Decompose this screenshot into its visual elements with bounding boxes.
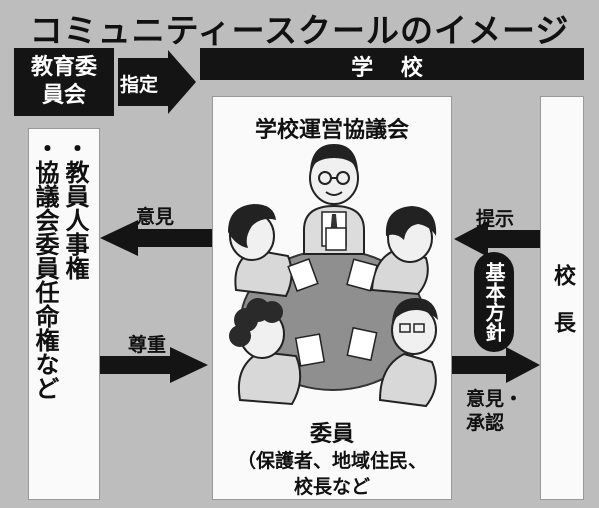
respect-arrow [100,347,208,383]
approval-arrow [452,347,540,383]
basic-policy-label: 基本方針 [482,262,506,342]
council-title: 学校運営協議会 [254,118,409,143]
principal-box: 校 長 [540,96,584,500]
designation-arrow [118,50,196,114]
board-of-education-box: 教育委員会 [14,48,114,116]
member-figure-upper-right [346,206,437,296]
principal-label: 校 長 [550,263,575,333]
member-figure-lower-left [229,298,326,406]
diagram-title: コミュニティースクールのイメージ [29,11,570,50]
members-title: 委員 [309,422,354,447]
present-arrow [454,221,540,257]
opinion-approval-label-line1: 意見・ [466,388,524,410]
board-of-education-label: 教育委員会 [30,55,97,108]
member-figure-lower-right [346,298,438,408]
member-figure-top [303,144,365,255]
opinion-arrow [100,220,212,256]
designation-label: 指定 [120,74,159,96]
respect-label: 尊重 [128,334,167,356]
opinion-approval-label-line2: 承認 [466,412,505,434]
basic-policy-badge: 基本方針 [474,252,514,352]
authority-item-council-appointment: ・協議会委員任命権など [31,136,59,400]
members-detail-line2: 校長など [293,476,370,498]
school-header-bar [200,48,584,80]
members-detail-line1: （保護者、地域住民、 [236,450,427,472]
authority-box [28,128,100,500]
member-figure-upper-left [228,204,319,298]
present-label: 提示 [476,208,515,230]
opinion-label: 意見 [136,206,175,228]
school-header-label: 学 校 [351,56,433,81]
authority-item-teacher-personnel: ・教員人事権 [61,136,89,280]
